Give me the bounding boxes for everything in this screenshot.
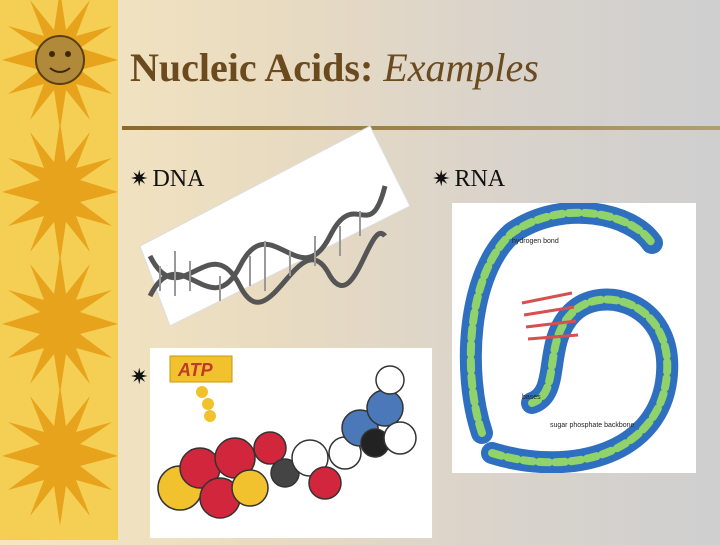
backbone-label: sugar phosphate backbone — [550, 422, 635, 429]
bullet-label: RNA — [454, 166, 506, 192]
slide-title: Nucleic Acids: Examples — [130, 44, 539, 91]
decorative-sun-strip — [0, 0, 118, 540]
sun-icon — [2, 254, 118, 394]
bullet-dna: ✷DNA — [130, 166, 204, 193]
rna-image: hydrogen bond bases sugar phosphate back… — [452, 203, 696, 473]
slide-title-main: Nucleic Acids: — [130, 45, 374, 90]
bullet-atp: ✷ — [130, 364, 152, 391]
atp-sign-label: ATP — [177, 360, 214, 380]
title-divider — [122, 126, 720, 130]
bullet-label: DNA — [152, 166, 205, 192]
atp-image: ATP — [150, 348, 432, 538]
slide-title-italic: Examples — [383, 45, 539, 90]
sun-strip-graphic — [2, 0, 118, 526]
bullet-star-icon: ✷ — [130, 364, 149, 389]
bullet-rna: ✷RNA — [432, 166, 505, 193]
sun-icon — [2, 386, 118, 526]
atp-sign: ATP — [169, 355, 233, 422]
bullet-star-icon: ✷ — [432, 166, 451, 191]
bullet-star-icon: ✷ — [130, 166, 149, 191]
hydrogen-bond-label: hydrogen bond — [512, 238, 559, 245]
sun-face-icon — [35, 35, 85, 85]
dna-image — [130, 126, 410, 326]
sun-icon — [2, 122, 118, 262]
bases-label: bases — [522, 394, 541, 401]
